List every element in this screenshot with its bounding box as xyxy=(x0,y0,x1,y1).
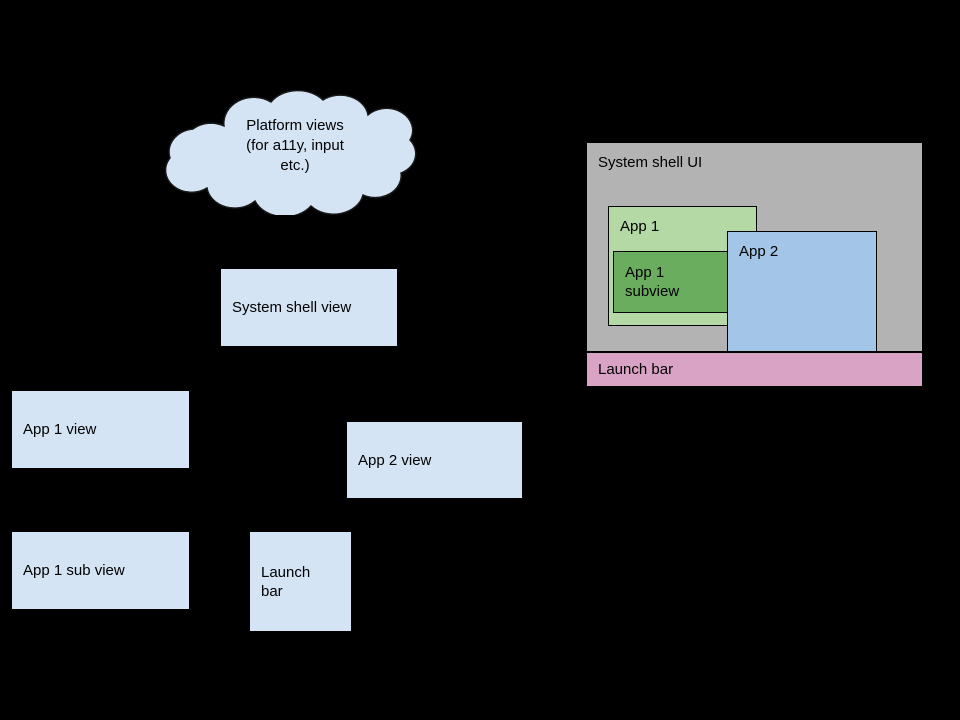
launch-bar-strip-label: Launch bar xyxy=(598,361,674,378)
launch-bar-view-label: Launch bar xyxy=(261,563,311,600)
cloud-shape-icon xyxy=(164,89,417,215)
app-1-sub-view-box[interactable]: App 1 sub view xyxy=(11,531,190,610)
app-2-window-label: App 2 xyxy=(739,243,779,260)
app-1-view-box[interactable]: App 1 view xyxy=(11,390,190,469)
launch-bar-view-box[interactable]: Launch bar xyxy=(249,531,352,632)
app-1-subview-window[interactable]: App 1 subview xyxy=(613,251,729,313)
app-1-subview-label: App 1 subview xyxy=(625,264,680,300)
platform-views-cloud[interactable]: Platform views (for a11y, input etc.) xyxy=(163,88,427,215)
app-1-sub-view-label: App 1 sub view xyxy=(23,562,125,579)
app-1-window-label: App 1 xyxy=(620,218,660,235)
app-1-view-label: App 1 view xyxy=(23,421,97,438)
app-2-view-label: App 2 view xyxy=(358,451,432,469)
platform-views-label: Platform views (for a11y, input etc.) xyxy=(246,116,344,174)
app-2-window[interactable]: App 2 xyxy=(727,231,877,352)
system-shell-ui-label: System shell UI xyxy=(598,154,703,171)
app-2-view-box[interactable]: App 2 view xyxy=(346,421,523,499)
system-shell-view-box[interactable]: System shell view xyxy=(220,268,398,347)
launch-bar-strip[interactable]: Launch bar xyxy=(586,352,923,387)
system-shell-view-label: System shell view xyxy=(232,299,352,316)
